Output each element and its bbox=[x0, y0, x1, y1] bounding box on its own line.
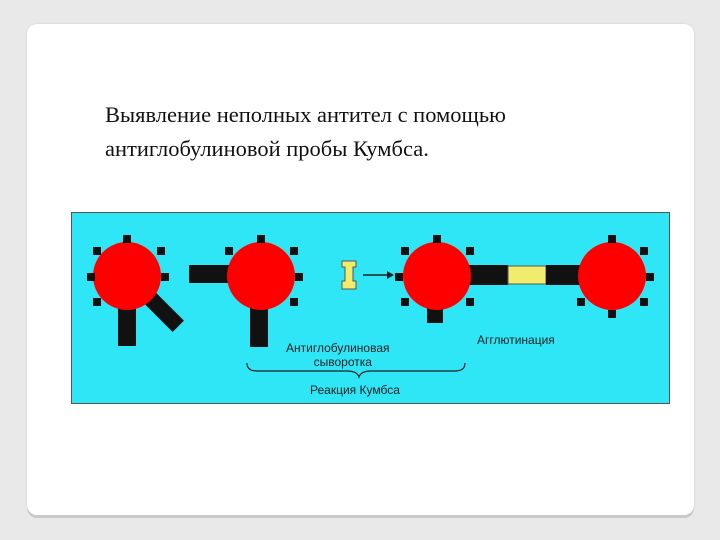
arrow-icon bbox=[363, 271, 394, 279]
cell-body-1 bbox=[93, 242, 161, 310]
agglutination-complex bbox=[462, 265, 582, 285]
label-antiglobulin-line-2: сыворотка bbox=[286, 355, 390, 369]
coombs-diagram: Антиглобулиновая сыворотка Агглютинация … bbox=[71, 212, 670, 404]
antibody-2a bbox=[189, 265, 229, 283]
red-cell-3 bbox=[395, 235, 474, 323]
antiglobulin-molecule bbox=[342, 261, 356, 289]
red-cell-4 bbox=[577, 235, 654, 318]
red-cell-1 bbox=[87, 235, 184, 346]
title-line-1: Выявление неполных антител с помощью bbox=[105, 98, 665, 132]
title-line-2: антиглобулиновой пробы Кумбса. bbox=[105, 132, 665, 166]
label-agglutination: Агглютинация bbox=[477, 333, 555, 347]
label-antiglobulin-serum: Антиглобулиновая сыворотка bbox=[286, 341, 390, 369]
label-antiglobulin-line-1: Антиглобулиновая bbox=[286, 341, 390, 355]
diagram-canvas bbox=[72, 213, 669, 403]
antibody-1a bbox=[118, 306, 136, 346]
slide-card: Выявление неполных антител с помощью ант… bbox=[27, 24, 694, 515]
cell-body-4 bbox=[578, 242, 646, 310]
cell-body-2 bbox=[227, 242, 295, 310]
cell-body-3 bbox=[403, 242, 471, 310]
red-cell-2 bbox=[189, 235, 303, 347]
label-coombs-reaction: Реакция Кумбса bbox=[310, 383, 400, 397]
antibody-bridge-right bbox=[546, 265, 582, 285]
antiglobulin-bridge bbox=[508, 266, 546, 284]
slide-title: Выявление неполных антител с помощью ант… bbox=[105, 98, 665, 166]
